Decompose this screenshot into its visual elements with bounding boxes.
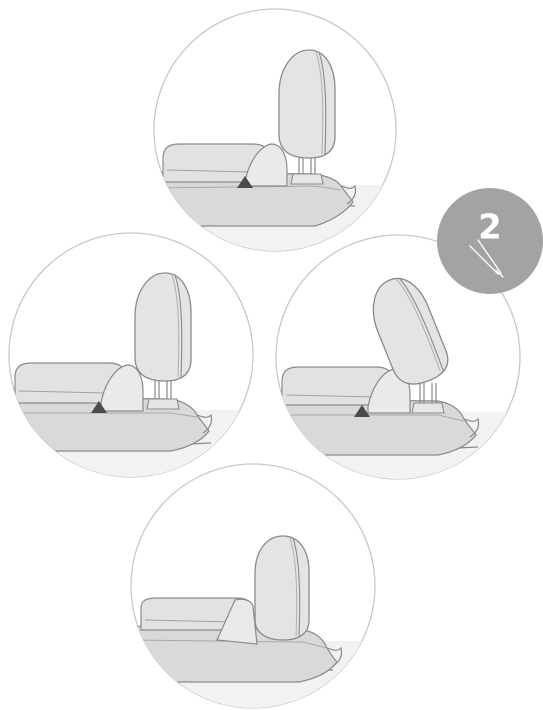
seat-view-left (6, 233, 256, 495)
seat-view-top (150, 9, 400, 270)
step-number: 2 (478, 208, 502, 248)
step-badge: 2 (437, 188, 543, 294)
seat-view-bottom (128, 464, 378, 710)
